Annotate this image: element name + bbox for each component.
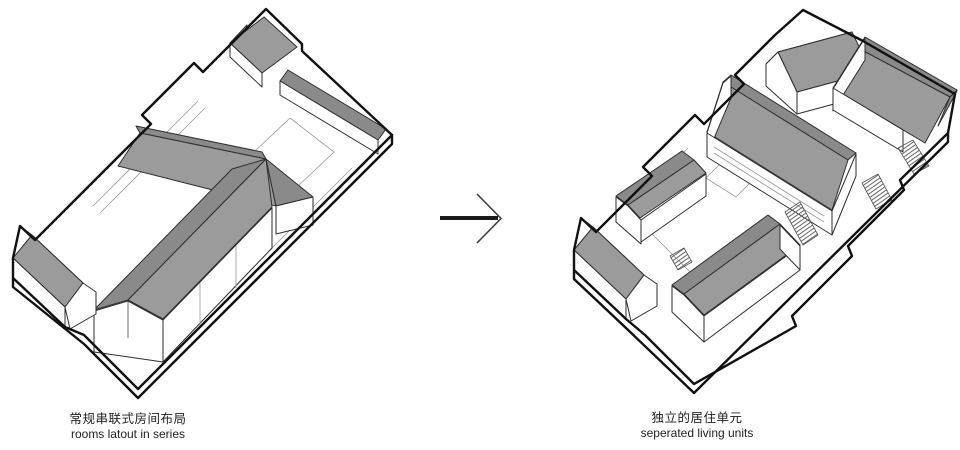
front-wall bbox=[162, 207, 273, 363]
stair-run bbox=[897, 139, 930, 175]
unit-corner bbox=[573, 217, 658, 322]
caption-left-chinese: 常规串联式房间布局 bbox=[69, 412, 187, 426]
roof-front-slope bbox=[832, 47, 951, 144]
building-main-row bbox=[93, 158, 273, 363]
transformation-arrow bbox=[440, 193, 503, 244]
stairs bbox=[669, 139, 930, 271]
stair-run bbox=[784, 201, 819, 246]
arrow-shaft bbox=[440, 216, 498, 220]
front-wall bbox=[640, 173, 707, 243]
roof-front-slope bbox=[627, 159, 707, 219]
caption-left-english: rooms latout in series bbox=[70, 427, 186, 441]
caption-left: 常规串联式房间布局 rooms latout in series bbox=[0, 412, 258, 441]
window-band-line bbox=[713, 152, 825, 223]
roof-front-slope bbox=[127, 158, 273, 320]
building-right-wing bbox=[279, 69, 387, 155]
diagram-rooms-in-series bbox=[11, 7, 394, 400]
unit-central-large bbox=[706, 74, 857, 236]
site-boundary bbox=[11, 7, 394, 391]
caption-right: 独立的居住单元 seperated living units bbox=[567, 411, 827, 440]
caption-right-chinese: 独立的居住单元 bbox=[651, 411, 743, 425]
gable-end-wall bbox=[625, 274, 658, 322]
stair-run bbox=[669, 247, 693, 271]
diagram-separated-units bbox=[572, 8, 958, 395]
wall bbox=[229, 42, 263, 88]
wall bbox=[279, 80, 379, 155]
unit-bottom-centre bbox=[671, 214, 801, 343]
roof-front-slope bbox=[683, 223, 801, 316]
site-plinth-outline bbox=[11, 133, 394, 400]
stair-run bbox=[861, 173, 893, 210]
arrow-head bbox=[476, 193, 503, 244]
site-boundary bbox=[572, 8, 957, 386]
gable-end-wall bbox=[64, 282, 97, 330]
window-band-line bbox=[713, 146, 825, 217]
end-wall bbox=[831, 153, 857, 236]
caption-right-english: seperated living units bbox=[640, 426, 754, 440]
site-plinth-outline bbox=[572, 131, 950, 395]
end-wall bbox=[779, 224, 801, 271]
